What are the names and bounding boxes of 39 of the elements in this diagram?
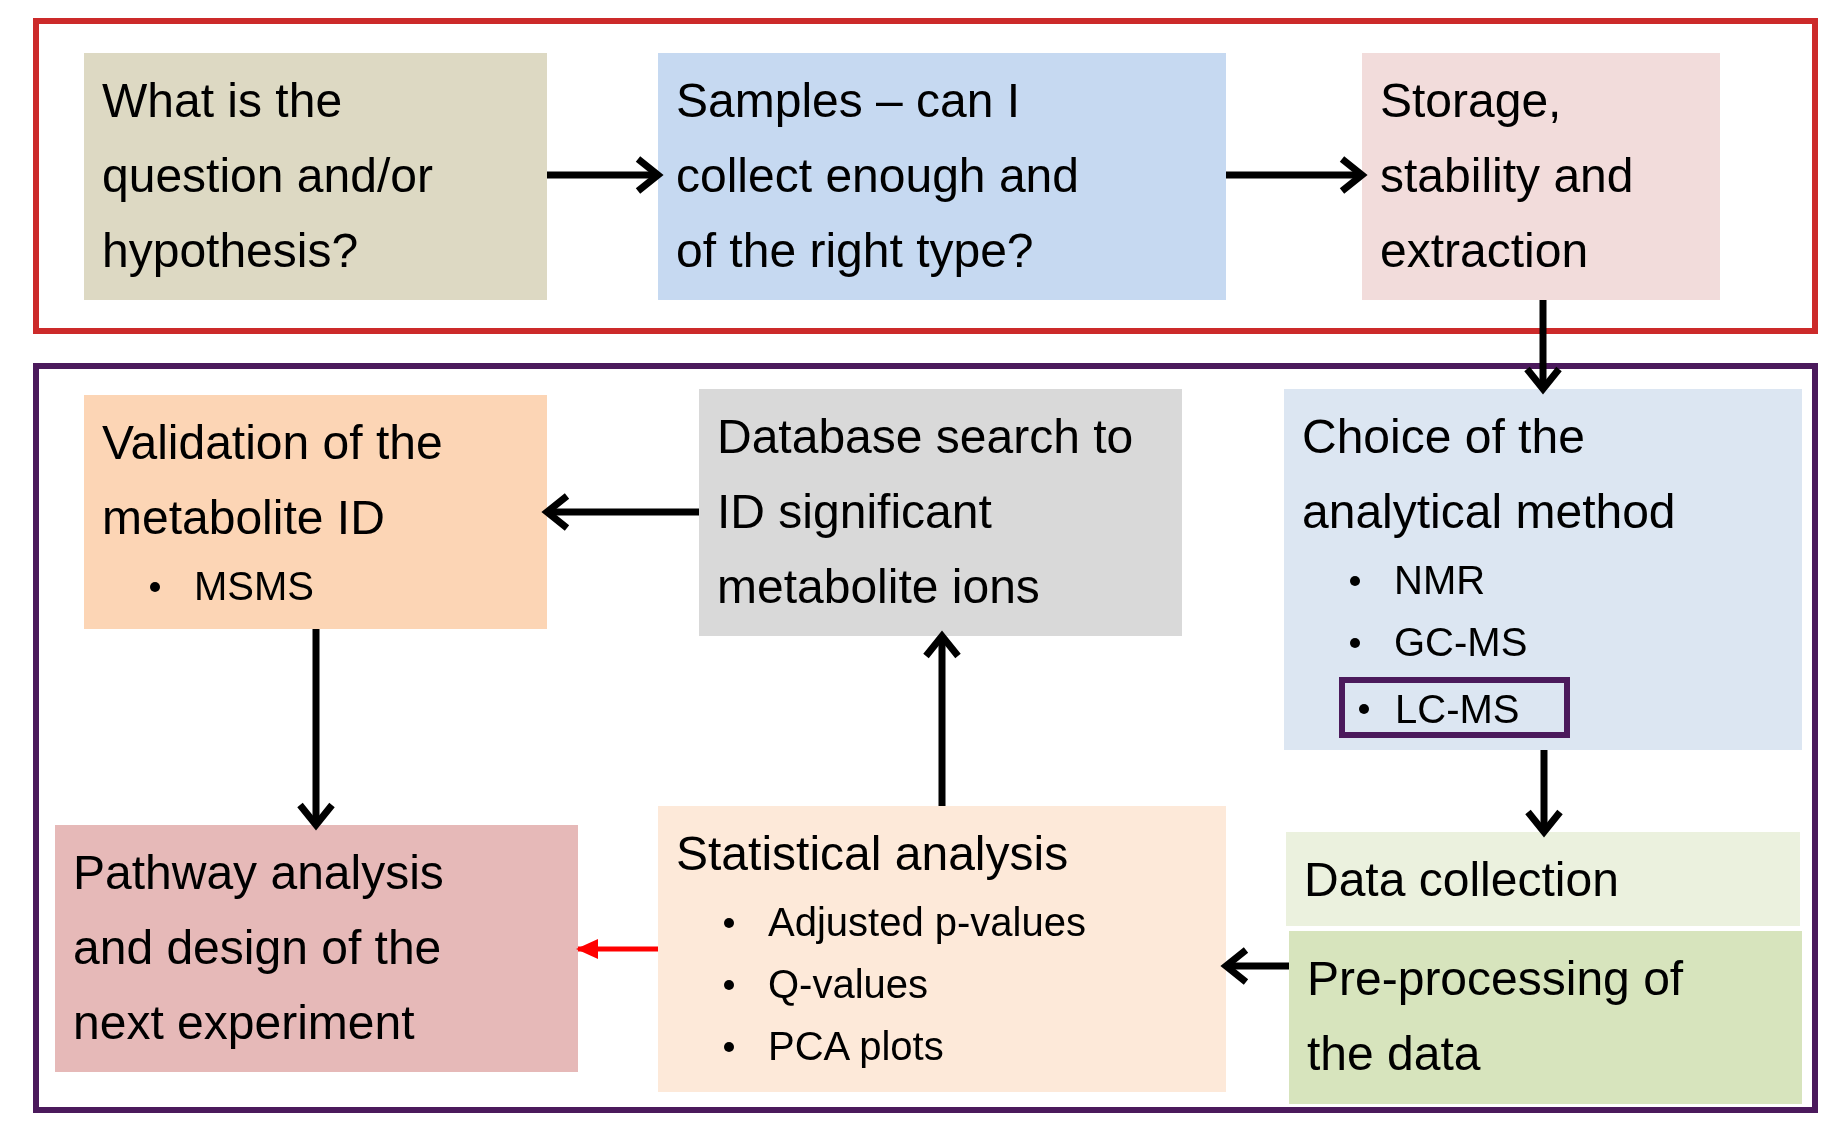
- arrow: [576, 939, 658, 959]
- arrow: [543, 492, 699, 532]
- arrow: [1523, 300, 1563, 393]
- group-frame: [33, 18, 1818, 334]
- box-text: Database search to ID significant metabolite ions: [717, 409, 1135, 615]
- arrow: [547, 155, 662, 195]
- arrow: [922, 632, 962, 806]
- arrow: [296, 629, 336, 829]
- process-box: [84, 53, 547, 300]
- bullet-item: GC-MS: [1302, 611, 1784, 673]
- process-box: [1289, 931, 1802, 1104]
- process-box: [658, 53, 1226, 300]
- box-text: Choice of the analytical method: [1302, 409, 1677, 540]
- bullet-item: NMR: [1302, 549, 1784, 611]
- box-text: Validation of the metabolite ID: [102, 415, 444, 546]
- bullet-item: MSMS: [102, 555, 529, 617]
- box-text: What is the question and/or hypothesis?: [102, 73, 434, 279]
- box-text: Samples – can I collect enough and of the right type?: [676, 73, 1080, 279]
- bullet-item: PCA plots: [676, 1015, 1208, 1077]
- process-box: [658, 806, 1226, 1092]
- group-frame: [33, 363, 1818, 1113]
- process-box: [1362, 53, 1720, 300]
- box-text: Statistical analysis: [676, 826, 1070, 882]
- box-text: Storage, stability and extraction: [1380, 73, 1635, 279]
- process-box: [1286, 832, 1800, 926]
- bullet-item: Q-values: [676, 953, 1208, 1015]
- bullet-item: Adjusted p-values: [676, 891, 1208, 953]
- process-box: [84, 395, 547, 629]
- highlight-box: [1339, 677, 1570, 738]
- process-box: [699, 389, 1182, 636]
- process-box: [1284, 389, 1802, 750]
- arrow: [1226, 155, 1366, 195]
- bullet-item: LC-MS: [1345, 683, 1564, 735]
- arrow: [1222, 946, 1289, 986]
- process-box: [55, 825, 578, 1072]
- box-text: Data collection: [1304, 852, 1620, 908]
- arrow: [1524, 750, 1564, 836]
- box-text: Pathway analysis and design of the next experiment: [73, 845, 445, 1051]
- box-text: Pre-processing of the data: [1307, 951, 1685, 1082]
